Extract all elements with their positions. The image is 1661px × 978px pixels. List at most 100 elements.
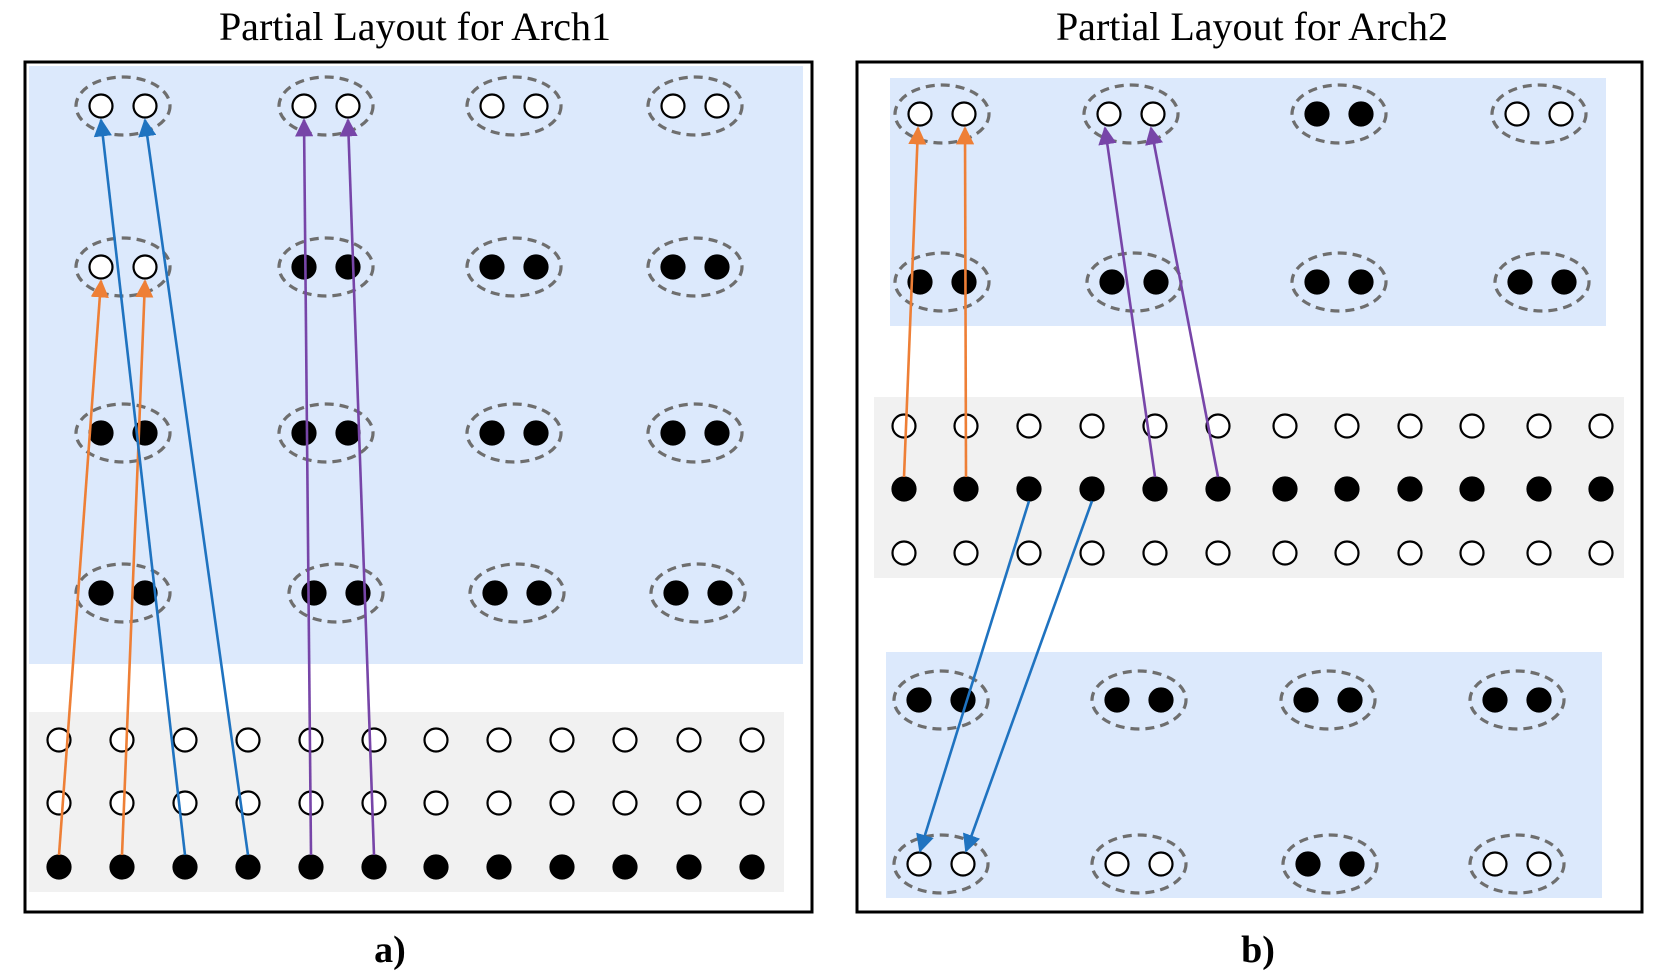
panel-b [855, 60, 1644, 914]
panel-a-trap-r2-c1-atom-left [88, 254, 114, 280]
panel-a-trap-r2-c3 [465, 236, 563, 298]
panel-a-storage-atom-r1-c11 [676, 727, 702, 753]
panel-b-storage-atom-r1-c11 [1526, 413, 1552, 439]
panel-b-top-trap-r2-c4-atom-left [1507, 269, 1533, 295]
panel-b-storage-atom-r3-c7 [1272, 540, 1298, 566]
panel-a-storage-atom-r1-c9 [549, 727, 575, 753]
panel-b-storage-atom-r3-c10 [1459, 540, 1485, 566]
panel-a-storage-atom-r2-c10 [612, 790, 638, 816]
panel-a-trap-r1-c3-atom-right [523, 93, 549, 119]
panel-a-trap-r2-c2 [277, 236, 375, 298]
panel-a-storage-atom-r1-c2 [109, 727, 135, 753]
panel-a-storage-atom-r1-c7 [423, 727, 449, 753]
panel-b-bottom-entangling-zone [886, 652, 1602, 898]
panel-a-storage-atom-r1-c1 [46, 727, 72, 753]
panel-a-trap-r3-c1-atom-left [88, 420, 114, 446]
panel-b-move-arrow-purple-2 [1145, 126, 1220, 478]
panel-a-caption: a) [374, 929, 406, 971]
panel-a-trap-r2-c3-atom-right [523, 254, 549, 280]
panel-b-storage-atom-r2-c11 [1526, 476, 1552, 502]
panel-a-trap-r1-c2-atom-right [335, 93, 361, 119]
panel-b-storage-atom-r2-c6 [1205, 476, 1231, 502]
panel-a-storage-atom-r3-c12 [739, 854, 765, 880]
panel-b-bottom-trap-r1-c4-atom-right [1526, 687, 1552, 713]
panel-a-trap-r3-c2-atom-right [335, 420, 361, 446]
panel-b-storage-atom-r2-c12 [1588, 476, 1614, 502]
panel-b-storage-atom-r2-c3 [1016, 476, 1042, 502]
panel-a-trap-r4-c4-atom-right [707, 580, 733, 606]
panel-b-top-trap-r1-c1-atom-left [907, 101, 933, 127]
panel-b-storage-atom-r1-c8 [1334, 413, 1360, 439]
panel-a-trap-r4-c2-atom-left [301, 580, 327, 606]
panel-b-bottom-trap-r1-c2-atom-left [1104, 687, 1130, 713]
panel-b-move-arrow-purple-1 [1098, 126, 1157, 478]
panel-b-top-entangling-zone [890, 78, 1606, 326]
panel-a-storage-atom-r1-c6 [361, 727, 387, 753]
panel-b-storage-atom-r1-c3 [1016, 413, 1042, 439]
panel-b-bottom-trap-r2-c1-atom-left [906, 851, 932, 877]
panel-a-trap-r4-c3 [468, 562, 566, 624]
panel-a-trap-r1-c3-atom-left [479, 93, 505, 119]
panel-a-trap-r4-c3-atom-left [482, 580, 508, 606]
panel-a-storage-atom-r3-c9 [549, 854, 575, 880]
panel-b-bottom-trap-r1-c4 [1468, 669, 1566, 731]
panel-a-trap-r3-c2 [277, 402, 375, 464]
panel-b-top-trap-r1-c4-atom-left [1504, 101, 1530, 127]
panel-a-trap-r2-c3-atom-left [479, 254, 505, 280]
panel-b-bottom-trap-r1-c1-atom-right [950, 687, 976, 713]
panel-a-move-arrow-blue-1 [93, 118, 187, 856]
panel-b-storage-atom-r2-c2 [953, 476, 979, 502]
panel-a-storage-atom-r1-c8 [486, 727, 512, 753]
panel-b-top-trap-r1-c4-atom-right [1548, 101, 1574, 127]
panel-a-trap-r2-c1-atom-right [132, 254, 158, 280]
panel-a-trap-r2-c1 [74, 236, 172, 298]
panel-b-move-arrow-orange-1 [902, 126, 927, 478]
panel-b-top-trap-r2-c2-atom-right [1143, 269, 1169, 295]
panel-b-move-arrow-blue-1 [916, 500, 1031, 853]
panel-a-trap-r4-c3-atom-right [526, 580, 552, 606]
panel-a-trap-r1-c2-atom-left [291, 93, 317, 119]
panel-b-bottom-trap-r2-c2-atom-left [1104, 851, 1130, 877]
panel-b-storage-atom-r1-c4 [1079, 413, 1105, 439]
panel-a-storage-atom-r2-c11 [676, 790, 702, 816]
panel-b-storage-atom-r1-c1 [891, 413, 917, 439]
panel-b-bottom-trap-r2-c3-atom-left [1295, 851, 1321, 877]
panel-a-storage-atom-r3-c3 [172, 854, 198, 880]
panel-a [23, 60, 814, 914]
panel-a-entangling-zone [29, 66, 803, 664]
panel-a-trap-r4-c2 [287, 562, 385, 624]
panel-a-storage-atom-r2-c1 [46, 790, 72, 816]
panel-a-trap-r2-c2-atom-left [291, 254, 317, 280]
panel-b-storage-atom-r3-c8 [1334, 540, 1360, 566]
panel-b-bottom-trap-r2-c4-atom-left [1482, 851, 1508, 877]
panel-a-trap-r4-c1-atom-left [88, 580, 114, 606]
panel-b-top-trap-r2-c1-atom-left [907, 269, 933, 295]
panel-a-trap-r3-c4-atom-right [704, 420, 730, 446]
panel-b-storage-atom-r2-c8 [1334, 476, 1360, 502]
panel-a-trap-r1-c4-atom-right [704, 93, 730, 119]
panel-b-storage-atom-r3-c9 [1397, 540, 1423, 566]
panel-a-trap-r4-c4 [649, 562, 747, 624]
panel-a-storage-atom-r3-c2 [109, 854, 135, 880]
panel-b-top-trap-r1-c2 [1082, 83, 1180, 145]
panel-b-storage-atom-r2-c4 [1079, 476, 1105, 502]
panel-a-trap-r3-c2-atom-left [291, 420, 317, 446]
panel-a-trap-r1-c4 [646, 75, 744, 137]
panel-a-storage-atom-r1-c3 [172, 727, 198, 753]
panel-a-storage-atom-r3-c8 [486, 854, 512, 880]
panel-b-bottom-trap-r1-c1-atom-left [906, 687, 932, 713]
panel-b-bottom-trap-r2-c2-atom-right [1148, 851, 1174, 877]
panel-b-top-trap-r1-c2-atom-left [1096, 101, 1122, 127]
panel-b-top-trap-r1-c2-atom-right [1140, 101, 1166, 127]
panel-a-trap-r1-c1-atom-left [88, 93, 114, 119]
panel-a-storage-atom-r3-c10 [612, 854, 638, 880]
panel-b-top-trap-r2-c4-atom-right [1551, 269, 1577, 295]
panel-b-bottom-trap-r1-c1 [892, 669, 990, 731]
panel-a-storage-atom-r2-c2 [109, 790, 135, 816]
panel-a-trap-r1-c1 [74, 75, 172, 137]
panel-b-bottom-trap-r1-c3-atom-left [1293, 687, 1319, 713]
panel-a-storage-atom-r3-c5 [298, 854, 324, 880]
panel-b-bottom-trap-r2-c3-atom-right [1339, 851, 1365, 877]
panel-b-storage-atom-r3-c5 [1142, 540, 1168, 566]
panel-b-storage-atom-r3-c1 [891, 540, 917, 566]
